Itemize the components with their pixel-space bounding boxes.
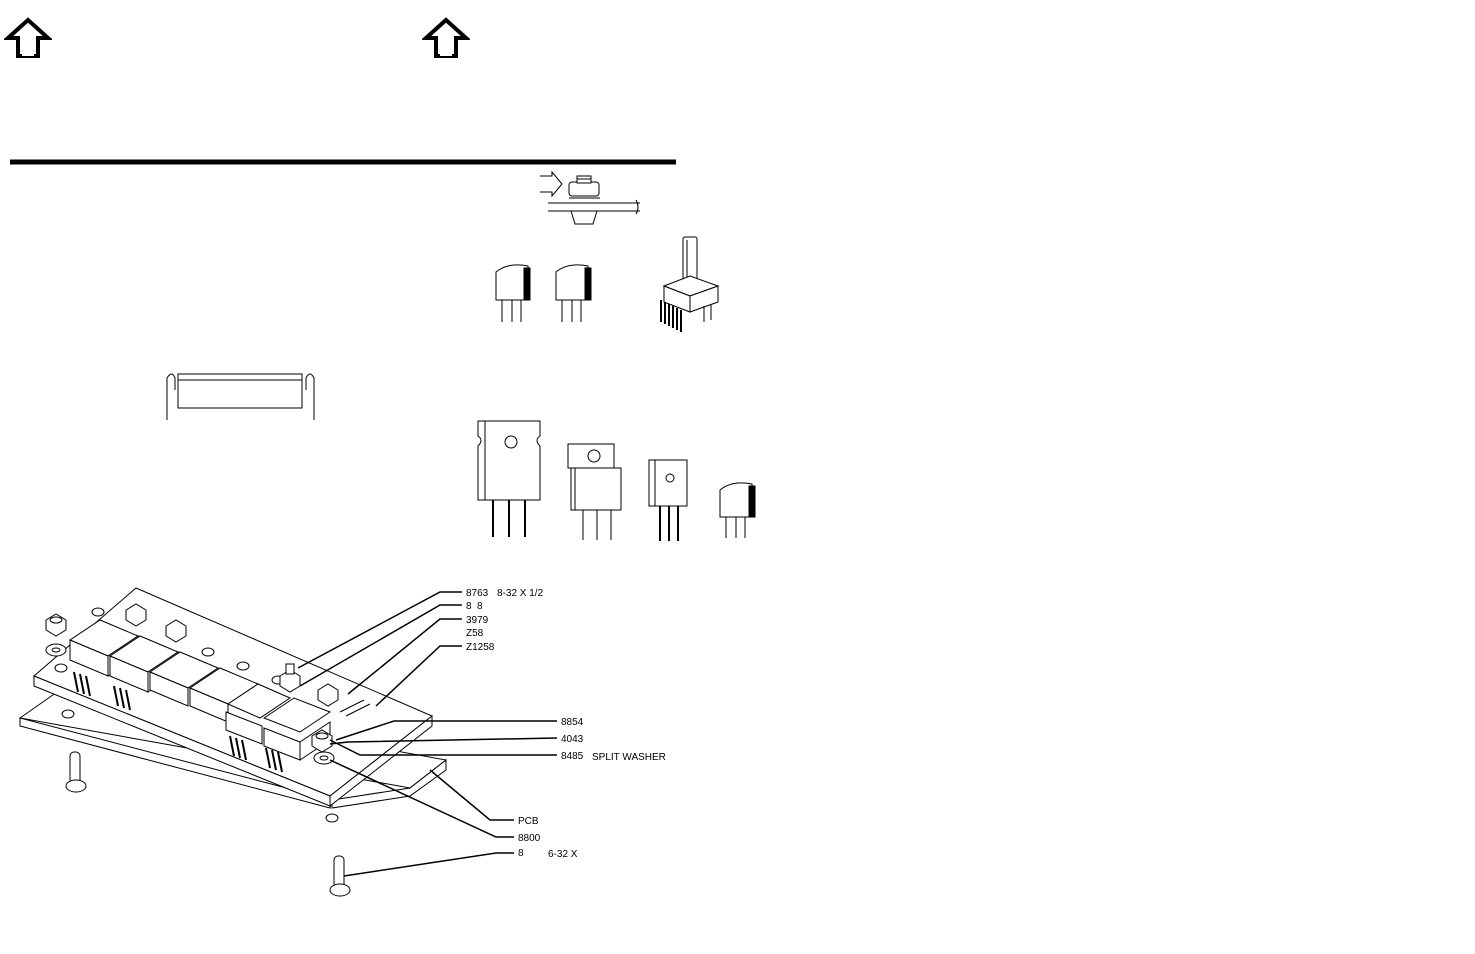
jumper-wire bbox=[166, 373, 315, 420]
label-3979: 3979 bbox=[466, 615, 489, 626]
panel-nut-detail bbox=[540, 170, 640, 225]
to92-transistor-bottom bbox=[719, 482, 756, 538]
leader-lines bbox=[297, 591, 558, 877]
home-up-arrow-icon[interactable] bbox=[4, 16, 52, 60]
label-z1258: Z1258 bbox=[466, 642, 495, 653]
to126-transistor bbox=[648, 459, 688, 541]
home-up-arrow-icon[interactable] bbox=[422, 16, 470, 60]
label-standoff-part: 8 bbox=[518, 848, 524, 859]
label-washer-desc: 8 bbox=[477, 601, 483, 612]
label-8800: 8800 bbox=[518, 833, 541, 844]
label-standoff-desc: 6-32 X bbox=[548, 849, 578, 860]
to220-transistor bbox=[567, 443, 622, 540]
to247-transistor bbox=[477, 420, 541, 537]
label-4043: 4043 bbox=[561, 734, 584, 745]
to92-transistor-left bbox=[495, 264, 531, 322]
callout-labels: 8763 8-32 X 1/2 8 8 3979 Z58 Z1258 8854 … bbox=[466, 588, 666, 860]
label-8854: 8854 bbox=[561, 717, 584, 728]
label-8485: 8485 bbox=[561, 751, 584, 762]
label-z58: Z58 bbox=[466, 628, 484, 639]
label-8763-desc: 8-32 X 1/2 bbox=[497, 588, 544, 599]
label-washer-part: 8 bbox=[466, 601, 472, 612]
label-8763: 8763 bbox=[466, 588, 489, 599]
to92-transistor-right bbox=[555, 264, 592, 322]
heatsink-assembly bbox=[18, 587, 448, 897]
rotary-switch bbox=[660, 236, 720, 332]
label-split-washer: SPLIT WASHER bbox=[592, 752, 666, 763]
label-pcb: PCB bbox=[518, 816, 539, 827]
